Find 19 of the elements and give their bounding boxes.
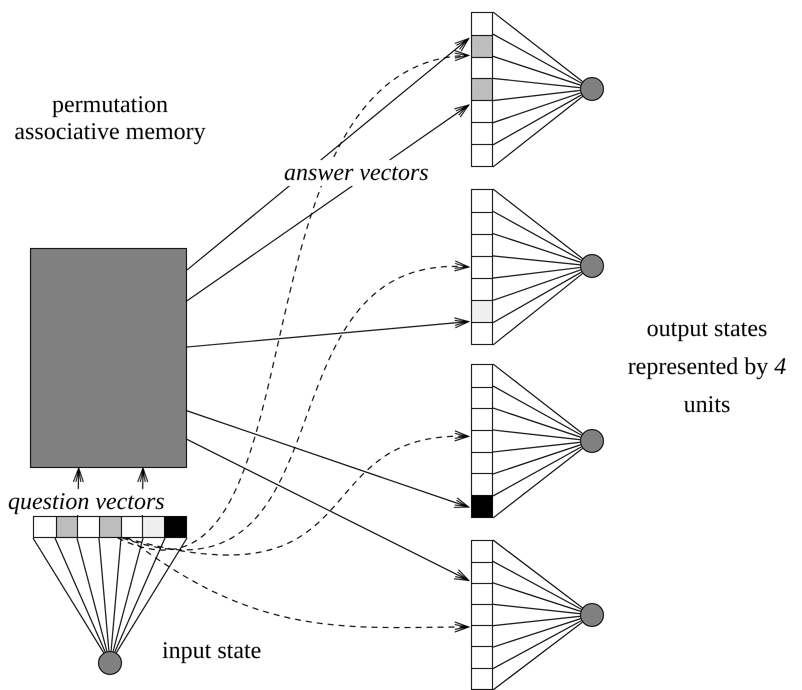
unit-vector [471,540,493,690]
arrow-group-label: answer vectors [284,160,429,186]
unit-vector [33,516,187,538]
unit-circle [98,651,122,675]
unit-vector [471,12,493,167]
memory-title: permutation associative memory [13,92,207,146]
unit-vector [471,189,493,345]
fan-lines [492,188,584,346]
fan-lines [492,539,583,690]
fan-lines [492,363,584,519]
fan-lines [492,11,584,168]
fan-lines [32,537,188,654]
arrow-group-label: question vectors [8,489,165,515]
unit-circle [580,254,604,278]
unit-circle [580,77,604,101]
unit-circle [580,603,604,627]
unit-vector [471,364,493,518]
unit-circle [580,429,604,453]
annotation-text: output states represented by 4 units [626,315,788,420]
